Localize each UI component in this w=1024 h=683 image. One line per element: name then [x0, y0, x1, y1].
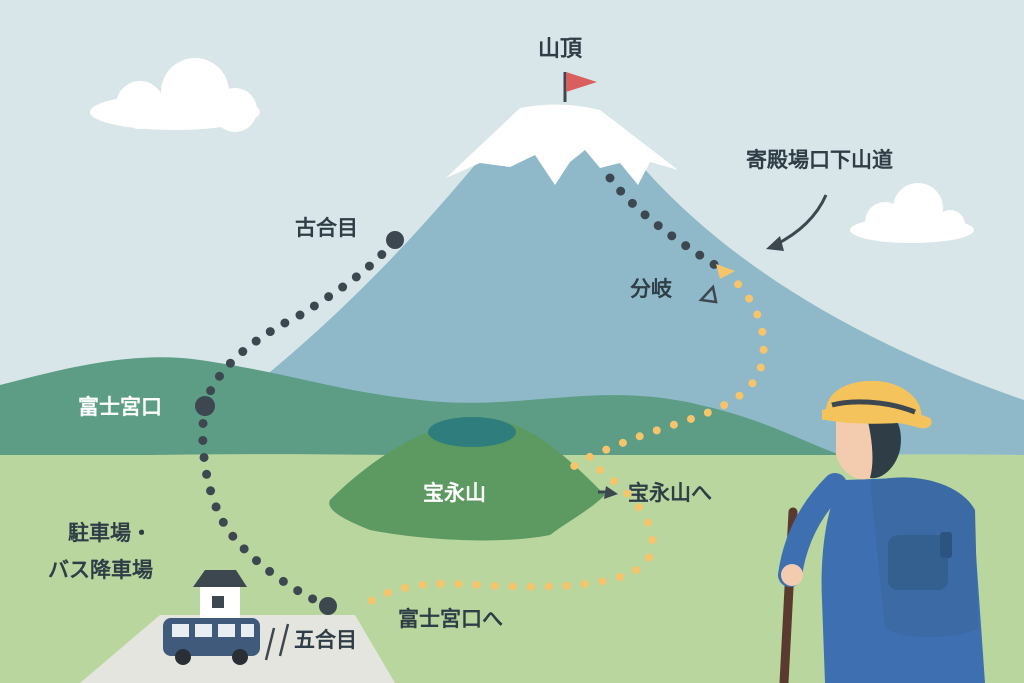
cloud-icon [850, 183, 974, 243]
cloud-icon [90, 58, 260, 132]
branch-triangle-icon [698, 284, 718, 304]
gotemba-descent-trail-label: 寄殿場口下山道 [746, 148, 893, 172]
fujinomiya-entrance-marker [195, 396, 215, 416]
fujinomiya-entrance-label: 富士宮口 [78, 395, 162, 419]
to-fujinomiya-label: 富士宮口へ [398, 607, 503, 631]
kogome-marker [386, 231, 404, 249]
summit-flag-icon [563, 72, 597, 102]
parking-label-line1: 駐車場・ [68, 521, 152, 545]
direction-arrow-icon [598, 486, 618, 499]
bus-icon [163, 618, 290, 665]
return-trail [356, 466, 657, 612]
mount-fuji [140, 105, 1024, 471]
gotemba-descent-trail [605, 173, 720, 270]
fifth-station-label: 五合目 [294, 628, 357, 652]
foothills [0, 357, 840, 470]
branch-arrow-icon [716, 264, 735, 279]
to-hoei-zan-label: 宝永山へ [628, 481, 712, 505]
direction-arrow-icon [766, 194, 828, 251]
hoei-zan-hill [329, 418, 605, 541]
hiker-figure [778, 380, 985, 683]
fifth-station-marker [319, 597, 337, 615]
hoei-zan-label: 宝永山 [423, 481, 486, 505]
rest-house-icon [193, 570, 247, 618]
kogome-label: 古合目 [295, 216, 358, 240]
snow-cap [446, 104, 678, 185]
crater [428, 417, 516, 447]
summit-label: 山頂 [538, 37, 583, 62]
branch-label: 分岐 [630, 277, 672, 301]
parking-label-line2: バス降車場 [48, 558, 153, 582]
